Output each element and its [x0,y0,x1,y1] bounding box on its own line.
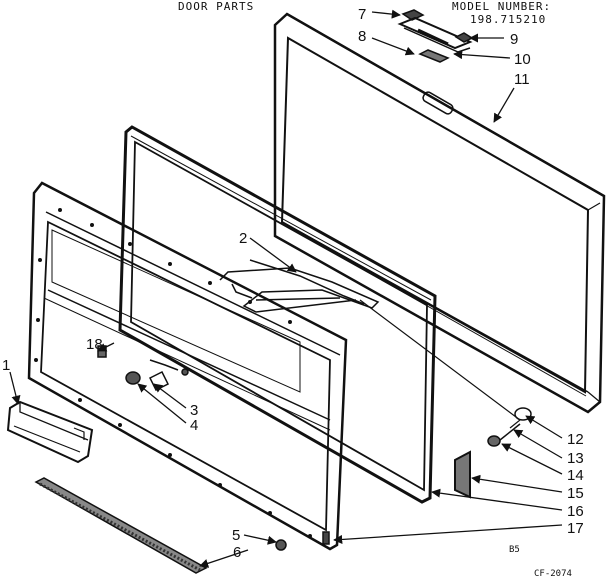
door-handle [6,400,94,464]
callout-13: 13 [567,450,584,467]
door-gasket [118,125,437,504]
callout-15: 15 [567,485,584,502]
callout-9: 9 [510,31,518,48]
callout-6: 6 [233,544,241,561]
callout-3: 3 [190,402,198,419]
callout-11: 11 [514,71,530,88]
hinge-cover [454,450,471,499]
heater-wire [219,259,521,429]
page-code: B5 [509,545,520,555]
callout-16: 16 [567,503,584,520]
callout-18: 18 [86,336,103,353]
outer-door-panel [273,12,606,414]
light-socket [125,359,189,392]
model-number-value: 198.715210 [470,13,547,26]
screw [275,539,287,551]
callout-14: 14 [567,467,584,484]
drawing-code: CF-2074 [534,569,572,579]
callout-4: 4 [190,417,198,434]
callout-1: 1 [2,357,10,374]
callout-10: 10 [514,51,531,68]
callout-12: 12 [567,431,584,448]
callout-5: 5 [232,527,240,544]
door-stop [322,531,330,545]
callout-8: 8 [358,28,366,45]
model-number-label: MODEL NUMBER: [452,0,552,13]
magnetic-strip [34,477,208,574]
callout-7: 7 [358,6,366,23]
diagram-title: DOOR PARTS [178,0,255,13]
callout-numbers: 1 2 3 4 5 6 7 8 9 10 11 12 13 14 15 16 1… [2,6,584,561]
door-liner [27,181,348,551]
callout-2: 2 [239,230,247,247]
leader-lines [9,9,563,568]
hinge-parts [487,407,532,447]
callout-17: 17 [567,520,584,537]
